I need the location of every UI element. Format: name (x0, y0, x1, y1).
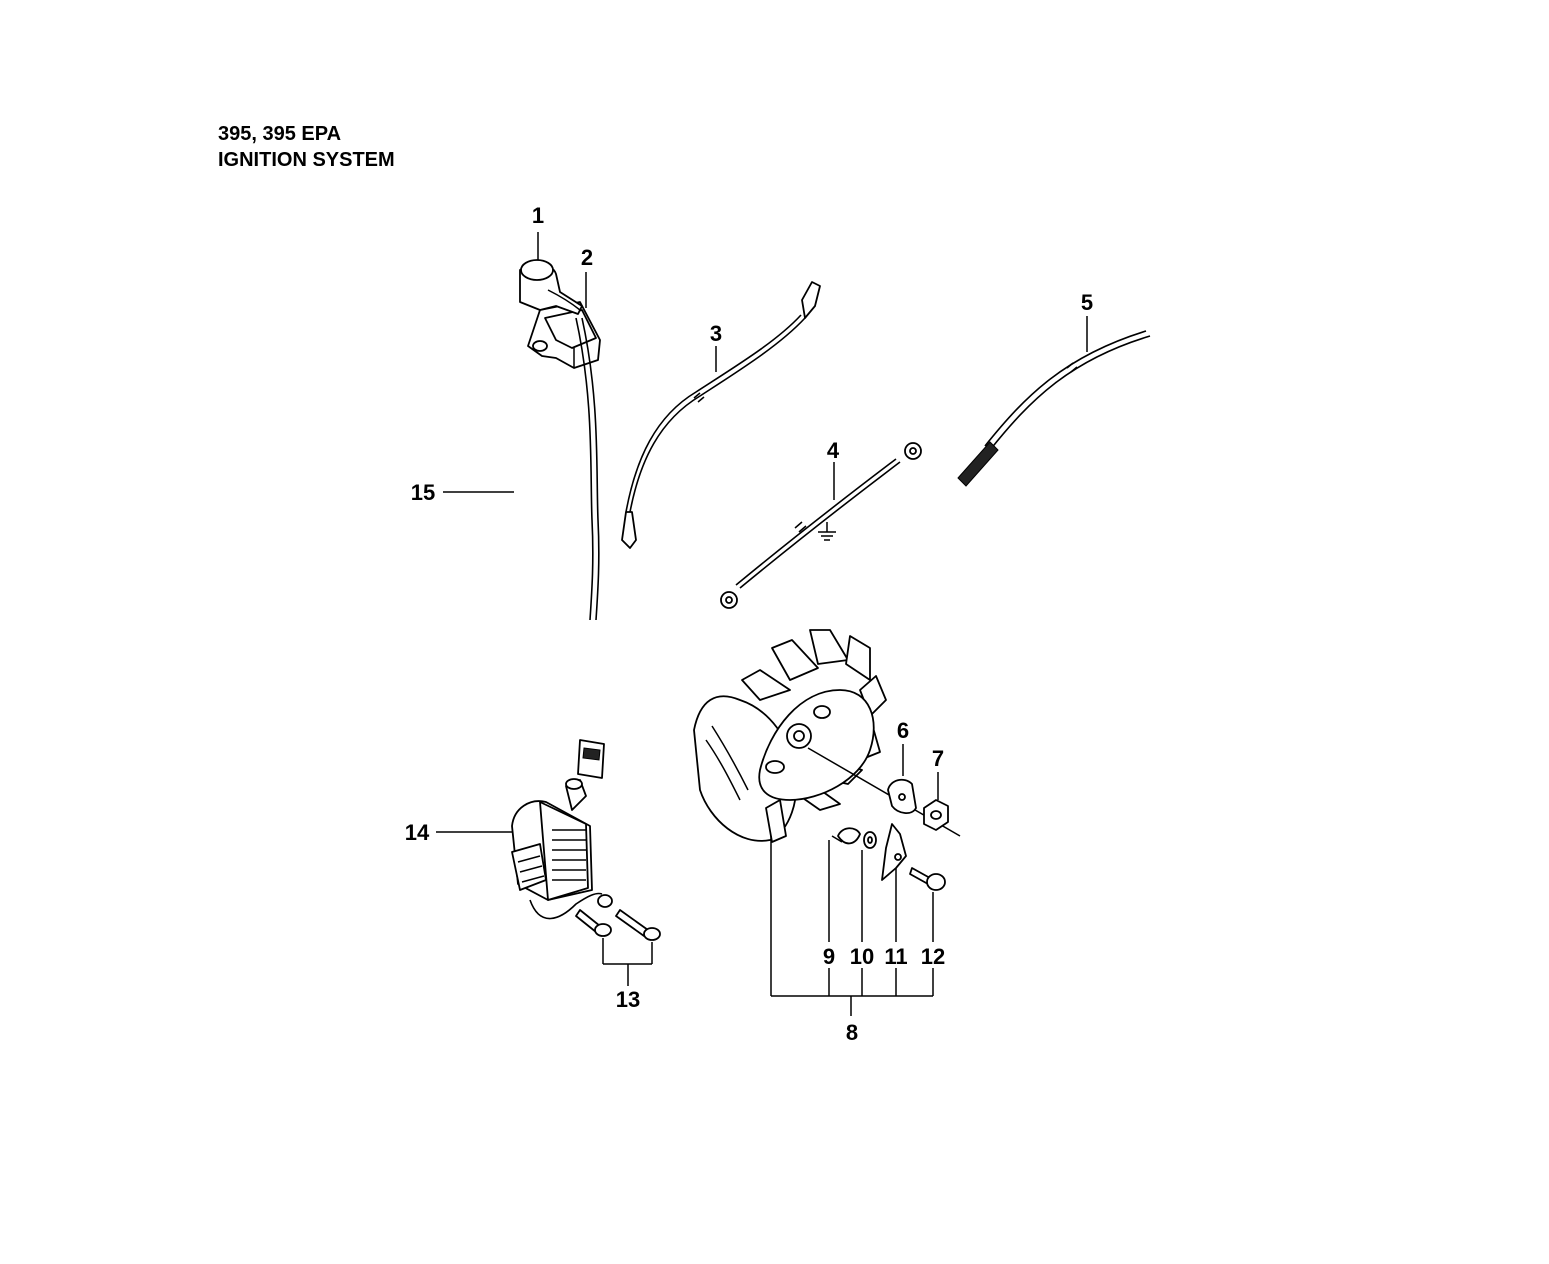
callout-9: 9 (823, 944, 835, 969)
callout-14: 14 (405, 820, 430, 845)
callout-15: 15 (411, 480, 435, 505)
part-11-pawl (881, 823, 907, 942)
part-10-washer (861, 831, 877, 942)
lead-connector (577, 739, 605, 779)
callout-labels: 1 2 3 4 5 6 7 8 9 10 11 12 13 14 15 (405, 203, 1093, 1045)
part-3-wire (621, 281, 821, 549)
part-9-spring (828, 827, 861, 942)
callout-11: 11 (884, 944, 907, 969)
diagram-section-title: IGNITION SYSTEM (218, 149, 395, 171)
ht-lead (575, 317, 600, 621)
callout-8: 8 (846, 1020, 858, 1045)
group-8-bracket (771, 968, 934, 1016)
part-4-ground-wire (720, 442, 922, 609)
part-12-screw (909, 867, 946, 942)
part-8-flywheel (693, 629, 961, 996)
part-15-spark-plug-cap (443, 259, 583, 493)
part-5-cable (957, 316, 1151, 487)
callout-6: 6 (897, 718, 909, 743)
part-6-washer (887, 744, 917, 814)
callout-1: 1 (532, 203, 544, 228)
callout-7: 7 (932, 746, 944, 771)
callout-3: 3 (710, 321, 722, 346)
diagram-model-title: 395, 395 EPA (218, 123, 342, 145)
callout-4: 4 (827, 438, 840, 463)
part-13-screws (575, 909, 661, 986)
callout-13: 13 (616, 987, 640, 1012)
callout-10: 10 (850, 944, 874, 969)
callout-12: 12 (921, 944, 945, 969)
part-14-ignition-coil (436, 778, 613, 920)
callout-5: 5 (1081, 290, 1093, 315)
part-7-nut (923, 772, 949, 831)
callout-2: 2 (581, 245, 593, 270)
